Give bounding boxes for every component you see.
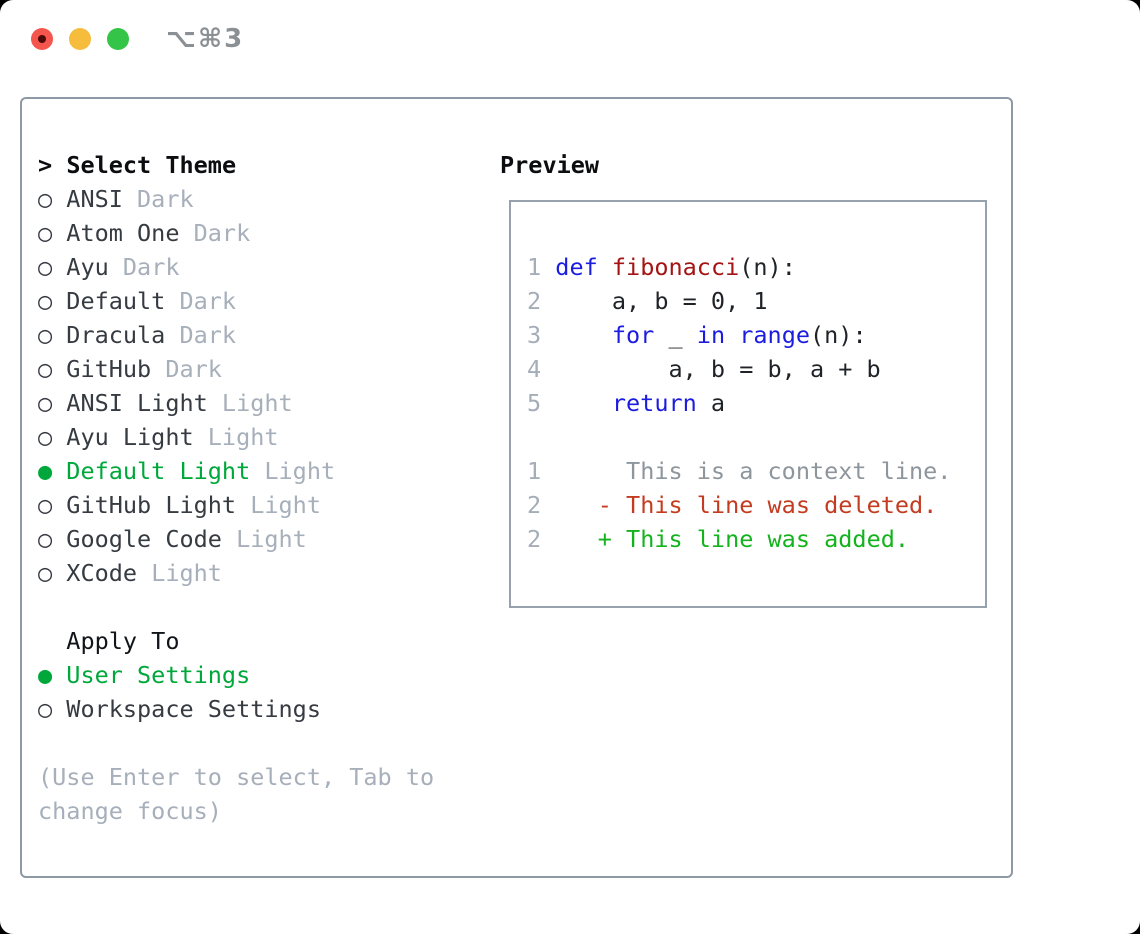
option-label: User Settings — [66, 661, 251, 689]
help-text-line2: change focus) — [38, 797, 222, 825]
radio-icon: ○ — [38, 559, 67, 587]
option-variant-label: Dark — [165, 321, 237, 349]
theme-option-ayu-dark[interactable]: ○ Ayu Dark — [38, 250, 434, 284]
option-variant-label: Light — [193, 423, 279, 451]
radio-icon: ○ — [38, 389, 67, 417]
radio-icon: ○ — [38, 253, 67, 281]
apply-option-workspace-settings[interactable]: ○ Workspace Settings — [38, 692, 434, 726]
option-variant-label: Dark — [179, 219, 251, 247]
option-label: Google Code — [66, 525, 222, 553]
diff-line: 2 + This line was added. — [527, 525, 910, 553]
option-label: GitHub Light — [66, 491, 237, 519]
apply-to-header: Apply To — [38, 624, 434, 658]
theme-option-atom-one-dark[interactable]: ○ Atom One Dark — [38, 216, 434, 250]
radio-icon: ○ — [38, 287, 67, 315]
theme-option-ayu-light-light[interactable]: ○ Ayu Light Light — [38, 420, 434, 454]
option-variant-label: Light — [137, 559, 222, 587]
diff-line: 2 - This line was deleted. — [527, 491, 938, 519]
code-line: 1 def fibonacci(n): — [527, 253, 796, 281]
option-label: XCode — [66, 559, 138, 587]
option-label: Ayu Light — [66, 423, 194, 451]
option-label: Default — [66, 287, 166, 315]
code-line: 5 return a — [527, 389, 726, 417]
theme-option-default-light-light[interactable]: ● Default Light Light — [38, 454, 434, 488]
theme-menu: > Select Theme ○ ANSI Dark○ Atom One Dar… — [38, 148, 434, 828]
zoom-button[interactable] — [107, 28, 129, 50]
theme-option-github-light-light[interactable]: ○ GitHub Light Light — [38, 488, 434, 522]
spacer — [38, 726, 434, 760]
apply-option-user-settings[interactable]: ● User Settings — [38, 658, 434, 692]
code-line — [527, 420, 985, 454]
minimize-button[interactable] — [69, 28, 91, 50]
radio-icon: ○ — [38, 355, 67, 383]
code-line: 2 a, b = 0, 1 — [527, 287, 768, 315]
option-variant-label: Dark — [108, 253, 180, 281]
radio-selected-icon: ● — [38, 457, 67, 485]
option-label: Workspace Settings — [66, 695, 321, 723]
option-variant-label: Light — [236, 491, 321, 519]
option-variant-label: Light — [221, 525, 307, 553]
preview-title: Preview — [500, 151, 600, 179]
radio-icon: ○ — [38, 321, 67, 349]
option-label: GitHub — [66, 355, 152, 383]
close-dot-icon — [38, 35, 46, 43]
option-label: Ayu — [66, 253, 109, 281]
option-label: Dracula — [66, 321, 166, 349]
theme-option-github-dark[interactable]: ○ GitHub Dark — [38, 352, 434, 386]
diff-line: 1 This is a context line. — [527, 457, 952, 485]
option-variant-label: Dark — [122, 185, 194, 213]
radio-icon: ○ — [38, 185, 67, 213]
theme-option-ansi-dark[interactable]: ○ ANSI Dark — [38, 182, 434, 216]
theme-option-default-dark[interactable]: ○ Default Dark — [38, 284, 434, 318]
preview-box: 1 def fibonacci(n): 2 a, b = 0, 1 3 for _ … — [509, 200, 987, 608]
radio-selected-icon: ● — [38, 661, 67, 689]
help-text-line1: (Use Enter to select, Tab to — [38, 763, 435, 791]
option-label: Atom One — [66, 219, 180, 247]
select-theme-header: > Select Theme — [38, 148, 434, 182]
close-button[interactable] — [31, 28, 53, 50]
option-variant-label: Light — [250, 457, 336, 485]
theme-picker-panel: > Select Theme ○ ANSI Dark○ Atom One Dar… — [20, 97, 1013, 878]
option-variant-label: Light — [207, 389, 293, 417]
theme-option-google-code-light[interactable]: ○ Google Code Light — [38, 522, 434, 556]
radio-icon: ○ — [38, 525, 67, 553]
theme-list: ○ ANSI Dark○ Atom One Dark○ Ayu Dark○ De… — [38, 182, 434, 590]
option-label: ANSI — [66, 185, 123, 213]
code-line: 3 for _ in range(n): — [527, 321, 867, 349]
theme-option-xcode-light[interactable]: ○ XCode Light — [38, 556, 434, 590]
theme-option-ansi-light-light[interactable]: ○ ANSI Light Light — [38, 386, 434, 420]
radio-icon: ○ — [38, 423, 67, 451]
radio-icon: ○ — [38, 219, 67, 247]
option-variant-label: Dark — [151, 355, 222, 383]
option-label: Default Light — [66, 457, 251, 485]
preview-code: 1 def fibonacci(n): 2 a, b = 0, 1 3 for _ … — [527, 250, 985, 556]
theme-option-dracula-dark[interactable]: ○ Dracula Dark — [38, 318, 434, 352]
window-shortcut-label: ⌥⌘3 — [166, 24, 245, 54]
spacer — [38, 590, 434, 624]
option-variant-label: Dark — [165, 287, 237, 315]
option-label: ANSI Light — [66, 389, 208, 417]
select-theme-title: Select Theme — [66, 151, 237, 179]
radio-icon: ○ — [38, 491, 67, 519]
apply-to-title: Apply To — [66, 627, 180, 655]
prompt-icon: > — [38, 151, 53, 179]
apply-to-list: ● User Settings○ Workspace Settings — [38, 658, 434, 726]
radio-icon: ○ — [38, 695, 67, 723]
code-line: 4 a, b = b, a + b — [527, 355, 881, 383]
